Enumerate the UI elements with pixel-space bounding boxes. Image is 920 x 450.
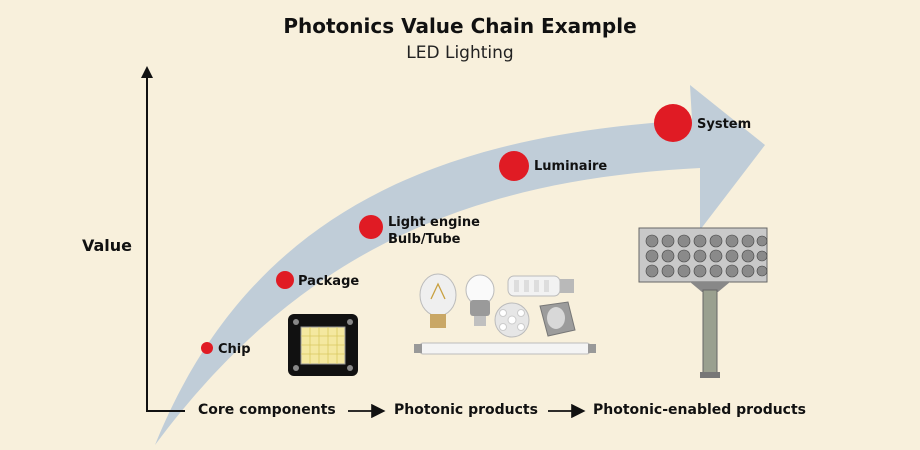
luminaire-dot	[499, 151, 529, 181]
system-dot	[654, 104, 692, 142]
stage-label-luminaire: Luminaire	[534, 159, 608, 174]
flow-core-components: Core components	[198, 402, 336, 418]
y-axis-label: Value	[82, 236, 133, 255]
package-dot	[276, 271, 294, 289]
flow-photonic-products: Photonic products	[394, 402, 538, 418]
stage-label-system: System	[697, 117, 752, 132]
y-axis-arrowhead	[141, 66, 153, 78]
diagram-subtitle: LED Lighting	[406, 43, 514, 63]
stage-label-light-engine-line2: Bulb/Tube	[388, 232, 461, 247]
diagram-title: Photonics Value Chain Example	[283, 14, 637, 38]
light-bulbs-icon	[419, 273, 576, 338]
flow-photonic-enabled-products: Photonic-enabled products	[593, 402, 807, 418]
stage-label-package: Package	[298, 274, 360, 289]
stadium-light-icon	[638, 227, 768, 378]
chip-dot	[201, 342, 213, 354]
stage-label-light-engine: Light engine Bulb/Tube	[388, 214, 480, 248]
value-arrow	[155, 85, 765, 445]
led-chip-icon	[288, 314, 358, 376]
light-engine-dot	[359, 215, 383, 239]
stage-label-chip: Chip	[218, 342, 251, 357]
stage-label-light-engine-line1: Light engine	[388, 215, 480, 230]
led-tube-icon	[414, 342, 596, 355]
